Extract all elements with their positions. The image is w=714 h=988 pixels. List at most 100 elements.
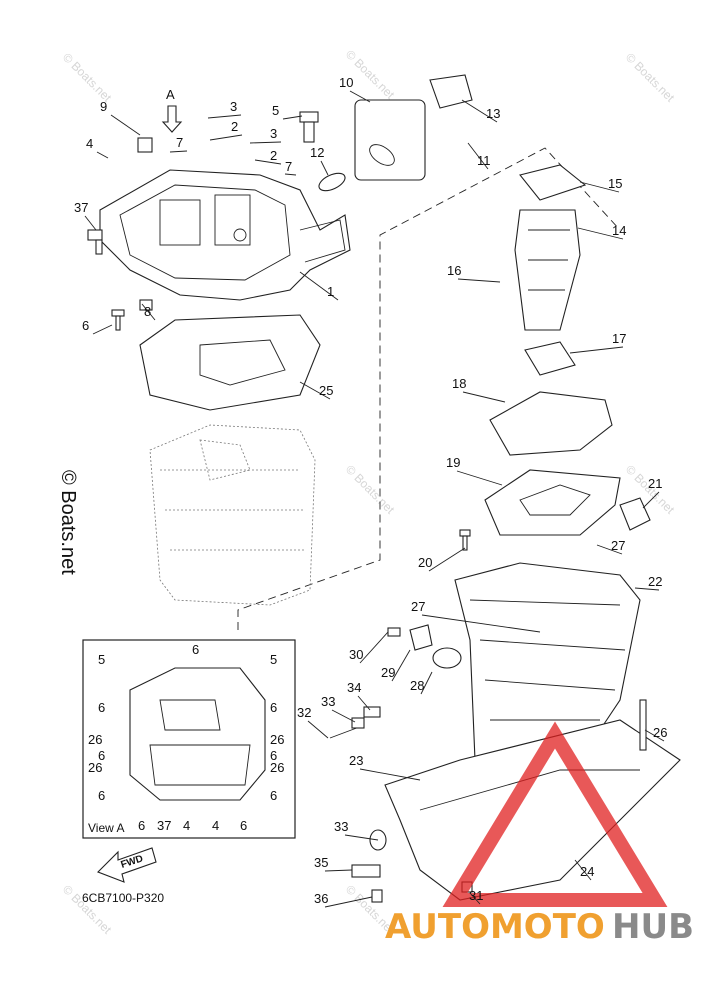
callout-number: 4 (86, 136, 93, 151)
lower-casing-part (384, 562, 681, 901)
leader-line (469, 892, 481, 905)
callout-number: 6 (82, 318, 89, 333)
leader-line (299, 381, 331, 400)
leader-line (467, 142, 489, 170)
view-a-callout-number: 26 (88, 732, 102, 747)
callout-number: 21 (648, 476, 662, 491)
leader-line (569, 346, 624, 354)
callout-number: 30 (349, 647, 363, 662)
leader-line (299, 271, 339, 301)
view-a-callout-number: 6 (98, 748, 105, 763)
leader-line (579, 181, 620, 193)
callout-number: 7 (285, 159, 292, 174)
view-a-callout-number: 26 (88, 760, 102, 775)
callout-number: 2 (270, 148, 277, 163)
leader-line (209, 134, 243, 141)
callout-number: 36 (314, 891, 328, 906)
leader-line (456, 470, 503, 486)
leader-line (324, 869, 353, 872)
leader-line (169, 150, 188, 153)
callout-number: 23 (349, 753, 363, 768)
watermark: © Boats.net (343, 462, 398, 517)
copyright-text: © Boats.net (57, 470, 79, 575)
callout-number: 2 (231, 119, 238, 134)
leader-line (84, 215, 97, 231)
leader-line (110, 114, 141, 136)
brand-logo: AUTOMOTO HUB (385, 721, 694, 947)
view-a-callout-number: 6 (270, 788, 277, 803)
view-a-callout-number: 6 (138, 818, 145, 833)
callout-number: 1 (327, 284, 334, 299)
leader-line (307, 720, 329, 739)
small-hardware (87, 111, 647, 903)
leader-line (462, 391, 506, 403)
leader-line (577, 227, 624, 240)
brand-part1: AUTOMOTO (385, 907, 605, 947)
view-a-callout-number: 4 (183, 818, 190, 833)
fwd-arrow: FWD (97, 847, 157, 883)
callout-number: 5 (272, 103, 279, 118)
view-a-callout-number: 6 (98, 788, 105, 803)
callout-number: 18 (452, 376, 466, 391)
callout-number: 25 (319, 383, 333, 398)
leader-line (344, 834, 379, 841)
callout-number: 28 (410, 678, 424, 693)
view-a-callout-number: 6 (192, 642, 199, 657)
callout-number: 17 (612, 331, 626, 346)
callout-number: 12 (310, 145, 324, 160)
callout-number: 31 (469, 888, 483, 903)
callout-number: 29 (381, 665, 395, 680)
watermark: © Boats.net (60, 50, 115, 105)
view-a-callout-number: 6 (240, 818, 247, 833)
callout-number: 19 (446, 455, 460, 470)
view-a-callout-number: 26 (270, 732, 284, 747)
view-a-callout-number: 26 (270, 760, 284, 775)
callout-number: 22 (648, 574, 662, 589)
callout-number: 3 (230, 99, 237, 114)
brand-part2: HUB (612, 907, 694, 947)
view-a-callout-number: 6 (98, 700, 105, 715)
leader-line (644, 729, 665, 742)
leader-line (331, 709, 356, 723)
leader-line (349, 90, 371, 103)
drawing-code: 6CB7100-P320 (82, 891, 164, 905)
leader-line (141, 303, 156, 321)
view-a-callout-number: 5 (270, 652, 277, 667)
leader-line (420, 671, 433, 695)
callout-number: 13 (486, 106, 500, 121)
callout-number: 15 (608, 176, 622, 191)
view-a-callout-number: 6 (270, 748, 277, 763)
leader-line (249, 141, 282, 144)
callout-number: 7 (176, 135, 183, 150)
callout-number: 14 (612, 223, 626, 238)
view-arrow: A (161, 87, 183, 133)
view-a-inset: View A (82, 639, 296, 839)
leader-line (359, 768, 421, 781)
leader-line (457, 278, 501, 283)
leader-line (461, 99, 498, 123)
callout-number: 9 (100, 99, 107, 114)
view-a-callout-number: 4 (212, 818, 219, 833)
callout-number: 37 (74, 200, 88, 215)
callout-number: 32 (297, 705, 311, 720)
oil-pan-ghost (149, 424, 316, 606)
watermark: © Boats.net (623, 50, 678, 105)
leader-line (282, 115, 303, 120)
callout-labels: 1223345677891011121314151617181920212223… (74, 75, 667, 908)
callout-number: 16 (447, 263, 461, 278)
view-a-callout-number: 5 (98, 652, 105, 667)
arrow-a-label: A (166, 87, 175, 102)
callout-number: 27 (611, 538, 625, 553)
leader-line (421, 614, 541, 633)
group-outline (237, 147, 621, 630)
leader-line (428, 547, 466, 572)
leader-line (634, 587, 660, 591)
view-a-callout-number: 37 (157, 818, 171, 833)
leader-line (92, 324, 113, 335)
leader-line (596, 544, 623, 555)
upper-casing-part (99, 169, 351, 301)
callout-number: 27 (411, 599, 425, 614)
leader-line (254, 159, 282, 165)
leader-line (324, 896, 373, 908)
